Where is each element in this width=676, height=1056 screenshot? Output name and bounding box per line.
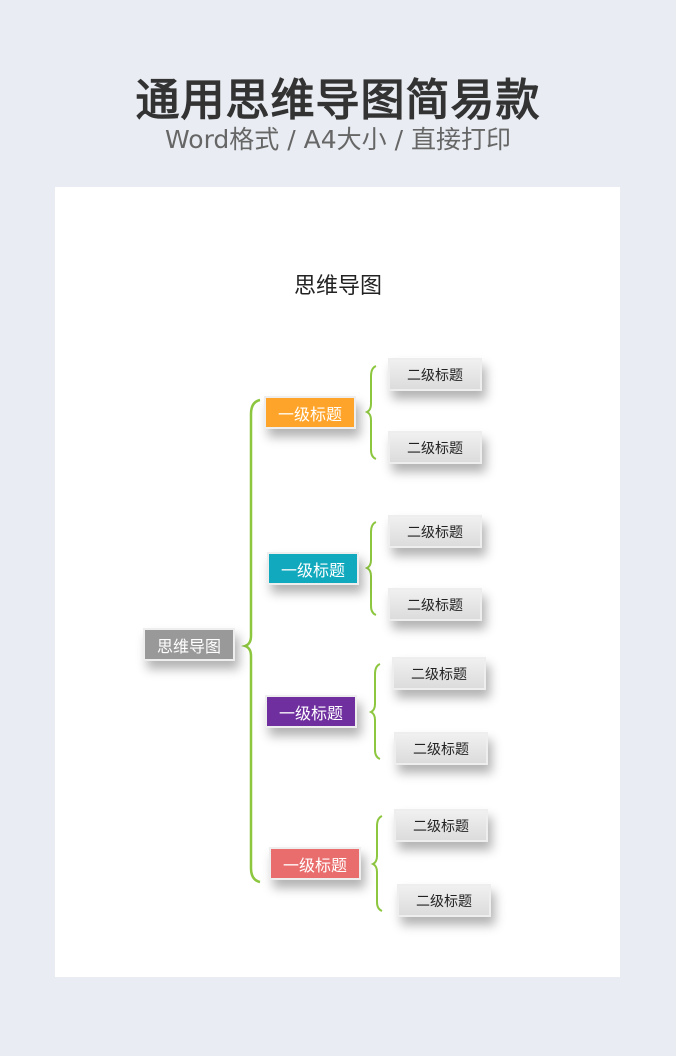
sub-bracket: [370, 815, 383, 912]
main-bracket: [241, 398, 261, 884]
level1-node[interactable]: 一级标题: [264, 396, 356, 429]
page-title: 通用思维导图简易款: [135, 75, 541, 126]
root-node[interactable]: 思维导图: [143, 628, 235, 661]
level2-node[interactable]: 二级标题: [388, 431, 482, 464]
level1-node[interactable]: 一级标题: [269, 847, 361, 880]
level2-node[interactable]: 二级标题: [394, 809, 488, 842]
sub-bracket: [364, 365, 377, 460]
level2-node[interactable]: 二级标题: [388, 358, 482, 391]
sub-bracket: [364, 521, 377, 616]
level1-node[interactable]: 一级标题: [267, 552, 359, 585]
level2-node[interactable]: 二级标题: [392, 657, 486, 690]
level2-node[interactable]: 二级标题: [388, 588, 482, 621]
level2-node[interactable]: 二级标题: [397, 884, 491, 917]
level2-node[interactable]: 二级标题: [394, 732, 488, 765]
level1-node[interactable]: 一级标题: [265, 695, 357, 728]
page-subtitle: Word格式 / A4大小 / 直接打印: [165, 125, 511, 154]
sub-bracket: [368, 663, 381, 760]
document-title: 思维导图: [293, 274, 382, 299]
level2-node[interactable]: 二级标题: [388, 515, 482, 548]
